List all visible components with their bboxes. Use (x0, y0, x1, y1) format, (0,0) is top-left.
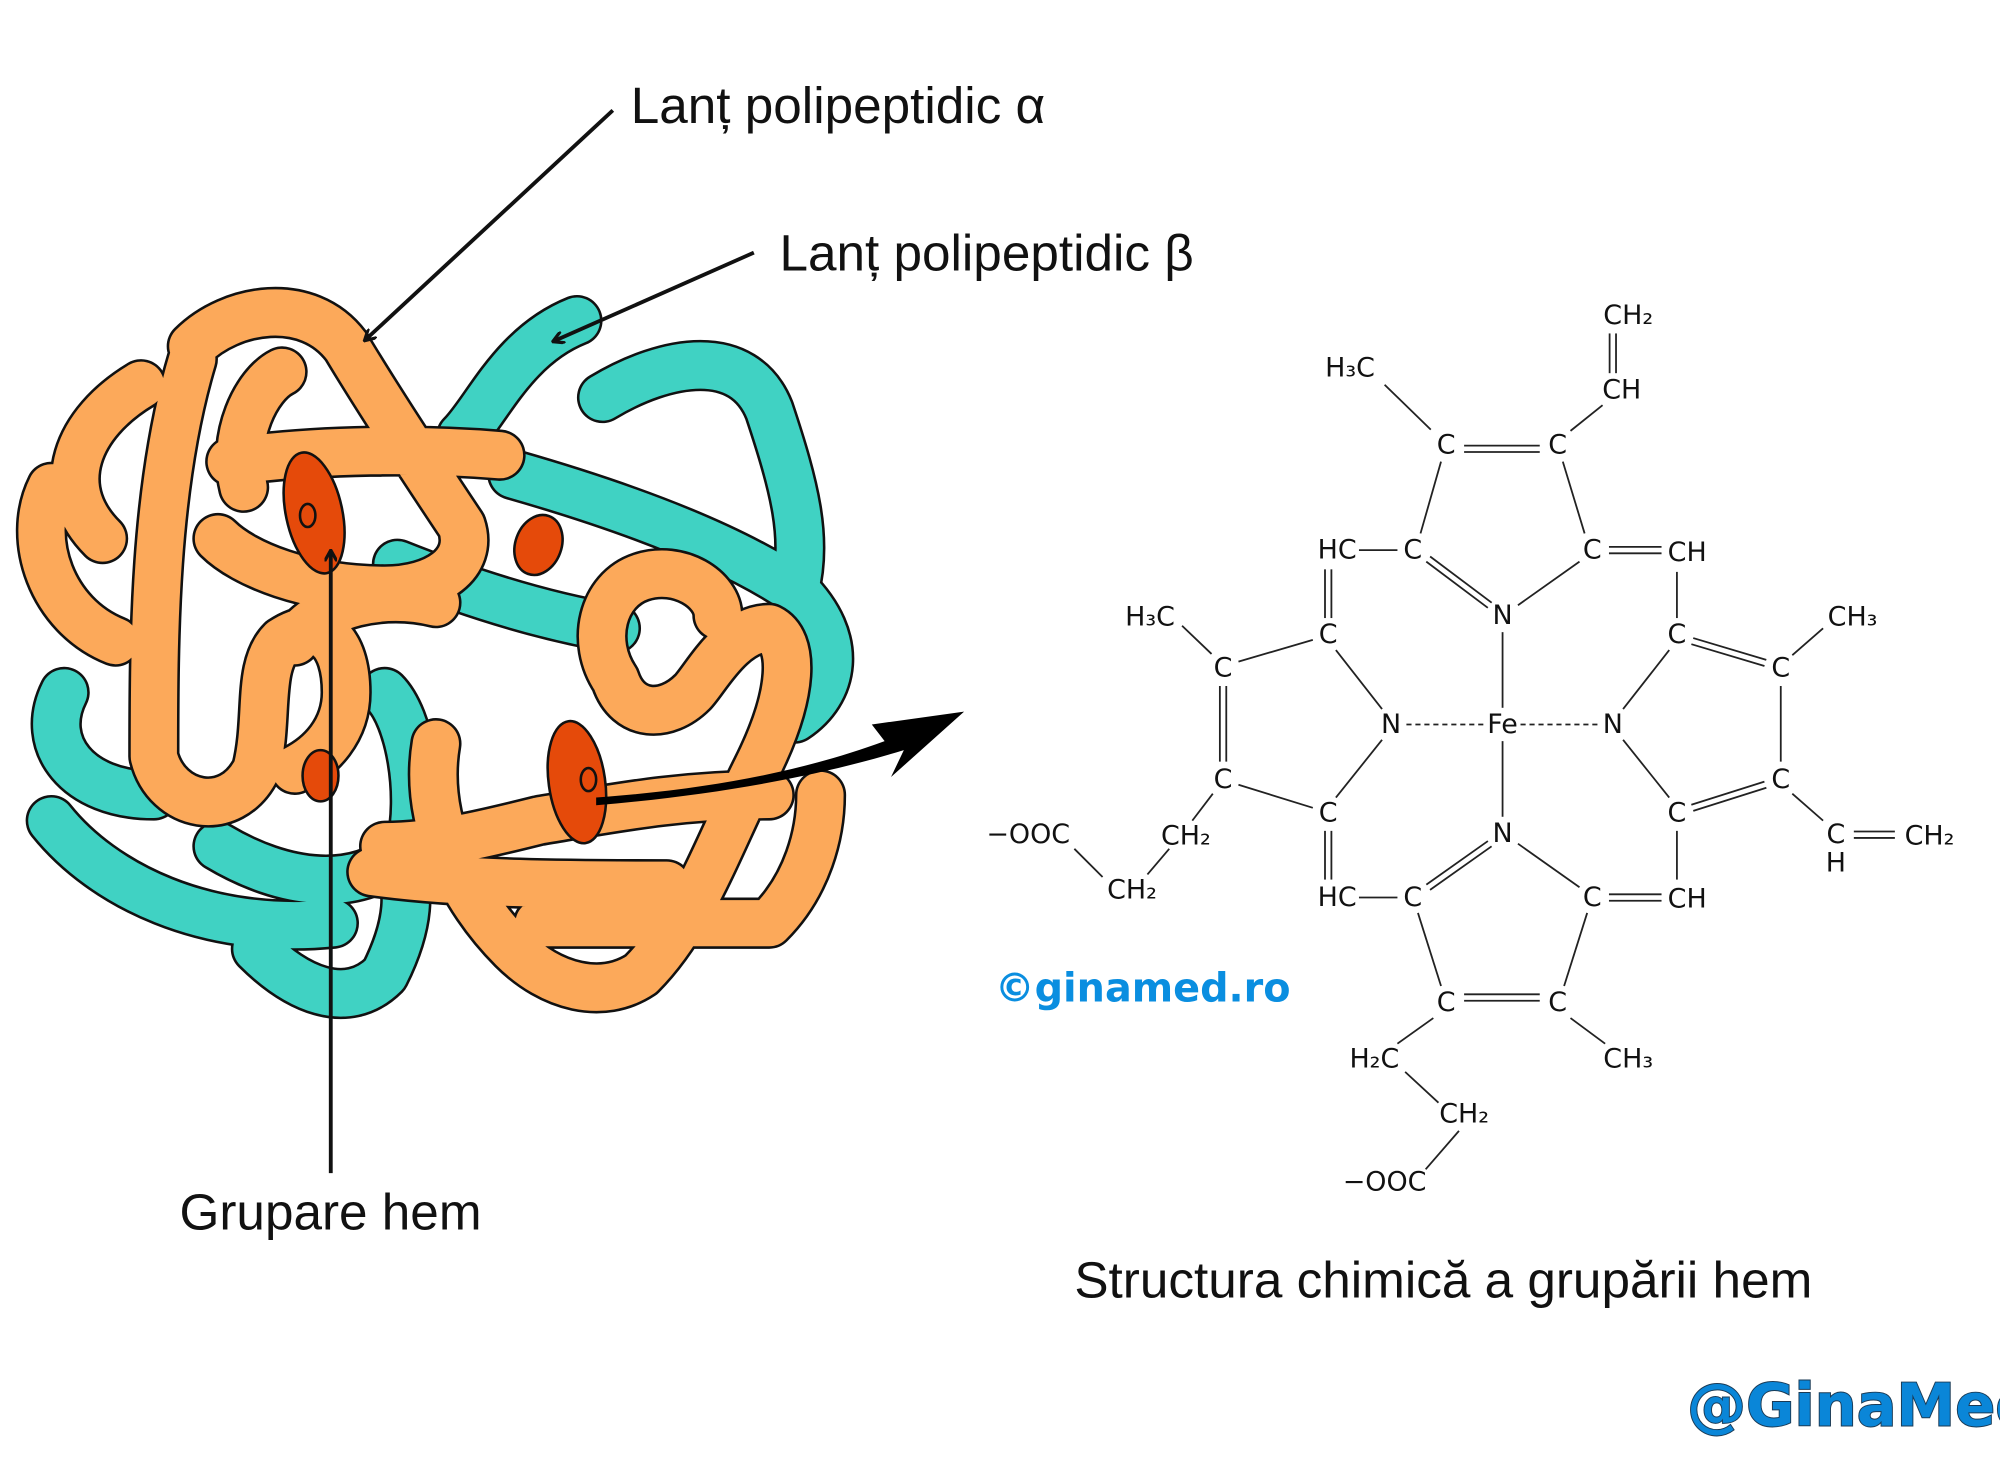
atom-label: H₃C (1125, 601, 1175, 632)
atom-label: H₃C (1325, 353, 1375, 384)
atom-label: N (1492, 600, 1512, 631)
atom-label: CH₂ (1603, 300, 1653, 331)
heme-disc (513, 513, 564, 577)
bond (1335, 649, 1383, 710)
atom-label: HC (1318, 535, 1357, 566)
atom-label: CH₂ (1161, 820, 1211, 851)
bond (1404, 1071, 1440, 1104)
bond (1517, 560, 1581, 606)
bond (1693, 786, 1767, 812)
atom-label: CH₂ (1439, 1099, 1489, 1130)
structure-caption: Structura chimică a grupării hem (1074, 1252, 1812, 1309)
atom-label: C (1826, 819, 1845, 850)
bond (1146, 848, 1170, 876)
bond (1692, 637, 1767, 661)
atom-label: N (1603, 709, 1623, 740)
atom-label: N (1381, 709, 1401, 740)
bond (1335, 739, 1383, 799)
atom-label: C (1583, 882, 1602, 913)
bond (1073, 848, 1104, 878)
bond (1791, 793, 1824, 822)
alpha-chain-ribbon (15, 286, 847, 1014)
atom-label: C (1548, 987, 1567, 1018)
atom-label: C (1668, 619, 1687, 650)
hemoglobin-protein-illustration (15, 286, 855, 1019)
atom-label: CH (1668, 883, 1707, 914)
beta-chain-label: Lanț polipeptidic β (779, 225, 1193, 282)
atom-label: C (1771, 653, 1790, 684)
bond (1569, 404, 1604, 432)
atom-label: C (1214, 653, 1233, 684)
bond (1425, 560, 1489, 609)
atom-label: C (1548, 429, 1567, 460)
bond (1569, 1017, 1606, 1045)
atom-label: CH₂ (1107, 874, 1157, 905)
bond (1561, 461, 1586, 534)
structure-arrow (596, 711, 965, 806)
heme-group-discs (282, 451, 608, 845)
bond (1396, 1017, 1434, 1045)
bond (1191, 793, 1214, 822)
atom-label: C (1771, 764, 1790, 795)
atom-label: CH₂ (1905, 820, 1955, 851)
chemical-bonds (1073, 333, 1895, 1170)
atom-label: C (1403, 535, 1422, 566)
bond (1563, 912, 1589, 987)
gina-med-logo: @GinaMed (1687, 1371, 2000, 1440)
watermark: ©ginamed.ro (995, 965, 1291, 1011)
atom-label: C (1583, 535, 1602, 566)
bond (1238, 638, 1314, 663)
atom-label: Fe (1487, 709, 1518, 740)
atom-label: C (1319, 797, 1338, 828)
atom-label: C (1319, 619, 1338, 650)
atom-label: CH (1602, 374, 1641, 405)
heme-disc (301, 748, 340, 803)
bond (1691, 780, 1765, 806)
atom-label: CH₃ (1828, 601, 1878, 632)
atom-label: −OOC (1343, 1167, 1427, 1198)
atom-label: N (1492, 818, 1512, 849)
bond (1429, 555, 1493, 604)
bond (1425, 840, 1489, 886)
bond (1424, 1130, 1460, 1170)
bond (1429, 845, 1493, 891)
bond (1691, 643, 1765, 667)
atom-label: H₂C (1349, 1044, 1399, 1075)
alpha-chain-label: Lanț polipeptidic α (631, 77, 1045, 134)
bond (1181, 625, 1213, 655)
atom-label: C (1214, 764, 1233, 795)
atom-label: −OOC (986, 819, 1070, 850)
bond (1622, 649, 1670, 710)
alpha-pointer-arrow (365, 108, 615, 339)
beta-pointer-arrow (554, 250, 755, 341)
heme-group-label: Grupare hem (179, 1184, 481, 1241)
bond (1517, 842, 1581, 889)
bond (1383, 384, 1432, 431)
bond (1791, 627, 1824, 656)
atom-label: H (1826, 847, 1846, 878)
atom-label: C (1437, 429, 1456, 460)
bond (1238, 783, 1314, 809)
atom-label: C (1668, 797, 1687, 828)
heme-disc (546, 719, 608, 845)
bond (1417, 912, 1442, 987)
atom-label: HC (1318, 882, 1357, 913)
atom-label: CH₃ (1603, 1044, 1653, 1075)
atom-label: C (1437, 987, 1456, 1018)
atom-label: C (1403, 882, 1422, 913)
bond (1622, 739, 1670, 799)
bond (1419, 461, 1442, 534)
atom-label: CH (1668, 537, 1707, 568)
